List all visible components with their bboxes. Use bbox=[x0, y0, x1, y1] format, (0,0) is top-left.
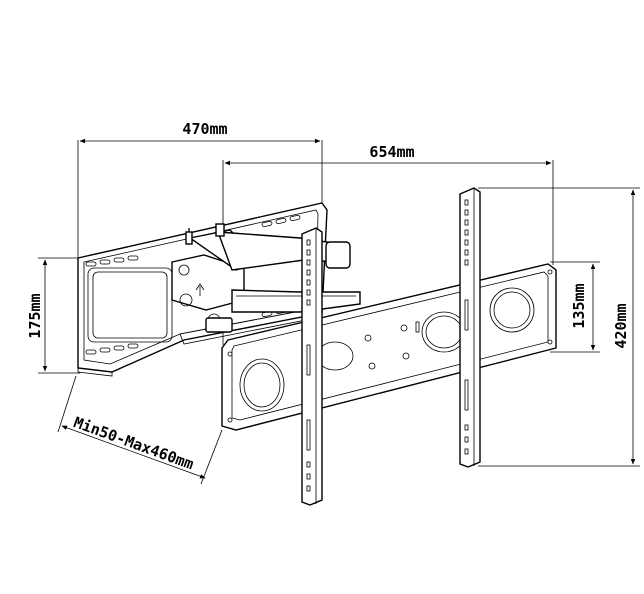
dimension-420-label: 420mm bbox=[612, 303, 630, 348]
dimension-470: 470mm bbox=[77, 120, 323, 262]
tv-rail-left bbox=[301, 227, 323, 506]
dimension-470-label: 470mm bbox=[182, 120, 227, 138]
dimension-135-label: 135mm bbox=[570, 283, 588, 328]
dimension-654-label: 654mm bbox=[369, 143, 414, 161]
dimension-175-label: 175mm bbox=[26, 293, 44, 338]
tv-rail-right-holes bbox=[464, 199, 469, 455]
dimension-extension-label: Min50-Max460mm bbox=[71, 413, 196, 473]
dimension-420: 420mm bbox=[478, 187, 640, 467]
dimension-175: 175mm bbox=[26, 257, 80, 374]
dimension-extension: Min50-Max460mm bbox=[57, 375, 223, 485]
swing-arm bbox=[171, 223, 361, 333]
tv-rail-right bbox=[459, 187, 481, 468]
tv-rail-left-holes bbox=[306, 239, 311, 492]
dimension-135: 135mm bbox=[550, 261, 600, 353]
